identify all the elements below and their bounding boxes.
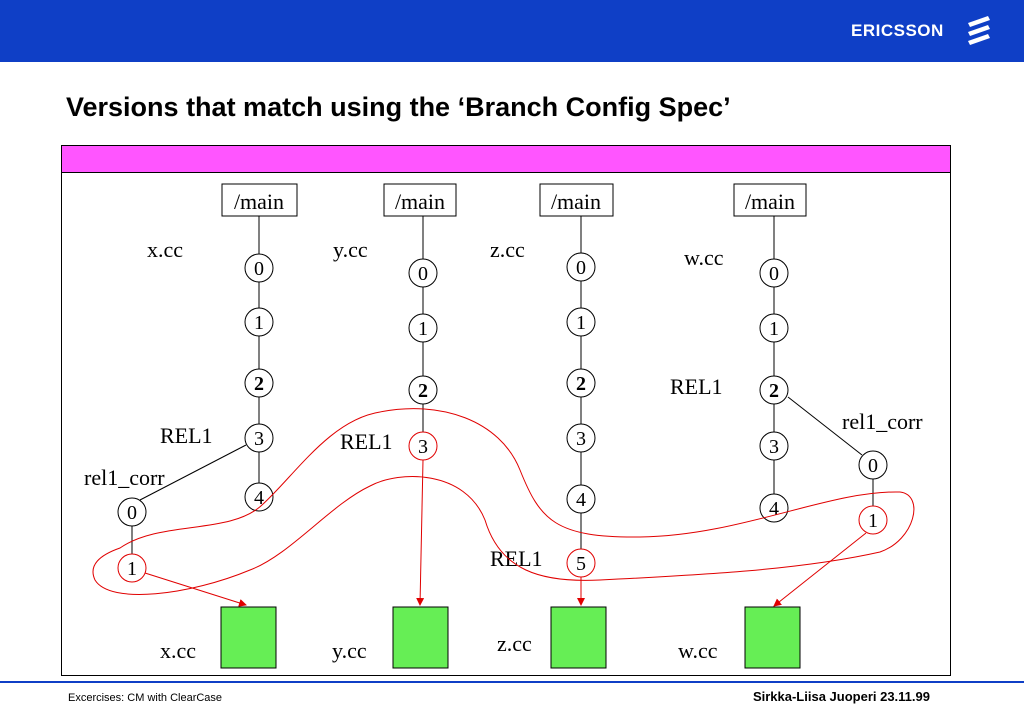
output-label-x: x.cc (160, 638, 196, 663)
node-z-5: 5 (566, 548, 596, 578)
node-x-sub-1: 1 (117, 553, 147, 583)
node-y-2: 2 (408, 375, 438, 405)
output-label-w: w.cc (678, 638, 718, 663)
branch-label-y: /main (395, 189, 445, 214)
rel1-label-z: REL1 (490, 546, 543, 571)
arrow-x (144, 572, 247, 607)
svg-text:1: 1 (254, 312, 264, 334)
node-z-1: 1 (566, 307, 596, 337)
tree-y: /main y.cc 0 1 2 3 REL1 (333, 183, 457, 461)
node-w-3: 3 (759, 431, 789, 461)
diagram-frame (61, 145, 951, 676)
svg-text:1: 1 (418, 318, 428, 340)
node-w-0: 0 (759, 258, 789, 288)
svg-text:1: 1 (576, 312, 586, 334)
svg-text:0: 0 (868, 455, 878, 477)
svg-text:2: 2 (418, 380, 428, 402)
svg-text:4: 4 (576, 489, 586, 511)
node-x-sub-0: 0 (117, 497, 147, 527)
file-label-w: w.cc (684, 245, 724, 270)
branch-label-z: /main (551, 189, 601, 214)
node-w-1: 1 (759, 313, 789, 343)
file-label-z: z.cc (490, 237, 525, 262)
node-y-0: 0 (408, 258, 438, 288)
node-z-4: 4 (566, 484, 596, 514)
node-x-1: 1 (244, 307, 274, 337)
tree-x: /main x.cc 0 1 2 3 4 REL1 rel1_corr 0 1 (84, 183, 298, 583)
output-box-y (392, 606, 449, 669)
output-box-z (550, 606, 607, 669)
svg-text:2: 2 (254, 373, 264, 395)
svg-text:4: 4 (254, 487, 264, 509)
selection-outline (92, 408, 915, 595)
node-z-2: 2 (566, 368, 596, 398)
footer-author-date: Sirkka-Liisa Juoperi 23.11.99 (752, 689, 930, 704)
node-w-2: 2 (759, 375, 789, 405)
node-x-3: 3 (244, 423, 274, 453)
brand-logo-text: ERICSSON (851, 21, 944, 40)
output-label-z: z.cc (497, 631, 532, 656)
rel1-label-x: REL1 (160, 423, 213, 448)
output-label-y: y.cc (332, 638, 367, 663)
header-bar (0, 0, 1024, 62)
svg-text:3: 3 (576, 428, 586, 450)
branch-label-w: /main (745, 189, 795, 214)
tree-z: /main z.cc 0 1 2 3 4 5 REL1 (490, 183, 614, 578)
file-label-x: x.cc (147, 237, 183, 262)
node-w-sub-0: 0 (858, 450, 888, 480)
svg-text:2: 2 (576, 373, 586, 395)
svg-text:1: 1 (127, 558, 137, 580)
svg-text:0: 0 (127, 502, 137, 524)
svg-text:1: 1 (769, 318, 779, 340)
node-x-2: 2 (244, 368, 274, 398)
pink-header-bar (61, 145, 951, 173)
slide-title: Versions that match using the ‘Branch Co… (66, 92, 731, 122)
svg-text:3: 3 (418, 436, 428, 458)
rel1-label-y: REL1 (340, 429, 393, 454)
output-box-x (220, 606, 277, 669)
file-label-y: y.cc (333, 237, 368, 262)
node-y-3: 3 (408, 431, 438, 461)
svg-text:3: 3 (254, 428, 264, 450)
branch-label-x: /main (234, 189, 284, 214)
ericsson-logo-icon (968, 16, 990, 45)
svg-text:1: 1 (868, 510, 878, 532)
output-box-w (744, 606, 801, 669)
node-z-0: 0 (566, 252, 596, 282)
rel1-corr-label-w: rel1_corr (842, 409, 923, 434)
svg-text:0: 0 (769, 263, 779, 285)
tree-w: /main w.cc 0 1 2 3 4 REL1 rel1_corr 0 1 (670, 183, 923, 535)
rel1-corr-label-x: rel1_corr (84, 465, 165, 490)
rel1-label-w: REL1 (670, 374, 723, 399)
node-x-0: 0 (244, 253, 274, 283)
node-w-sub-1: 1 (858, 505, 888, 535)
node-x-4: 4 (244, 482, 274, 512)
svg-text:4: 4 (769, 498, 779, 520)
svg-text:2: 2 (769, 380, 779, 402)
node-y-1: 1 (408, 313, 438, 343)
footer-rule (0, 681, 1024, 683)
arrow-y (416, 459, 425, 606)
svg-text:0: 0 (254, 258, 264, 280)
footer-course: Excercises: CM with ClearCase (68, 692, 223, 704)
svg-text:0: 0 (576, 257, 586, 279)
svg-text:0: 0 (418, 263, 428, 285)
node-z-3: 3 (566, 423, 596, 453)
svg-text:3: 3 (769, 436, 779, 458)
arrow-w (773, 532, 867, 607)
svg-text:5: 5 (576, 553, 586, 575)
node-w-4: 4 (759, 493, 789, 523)
